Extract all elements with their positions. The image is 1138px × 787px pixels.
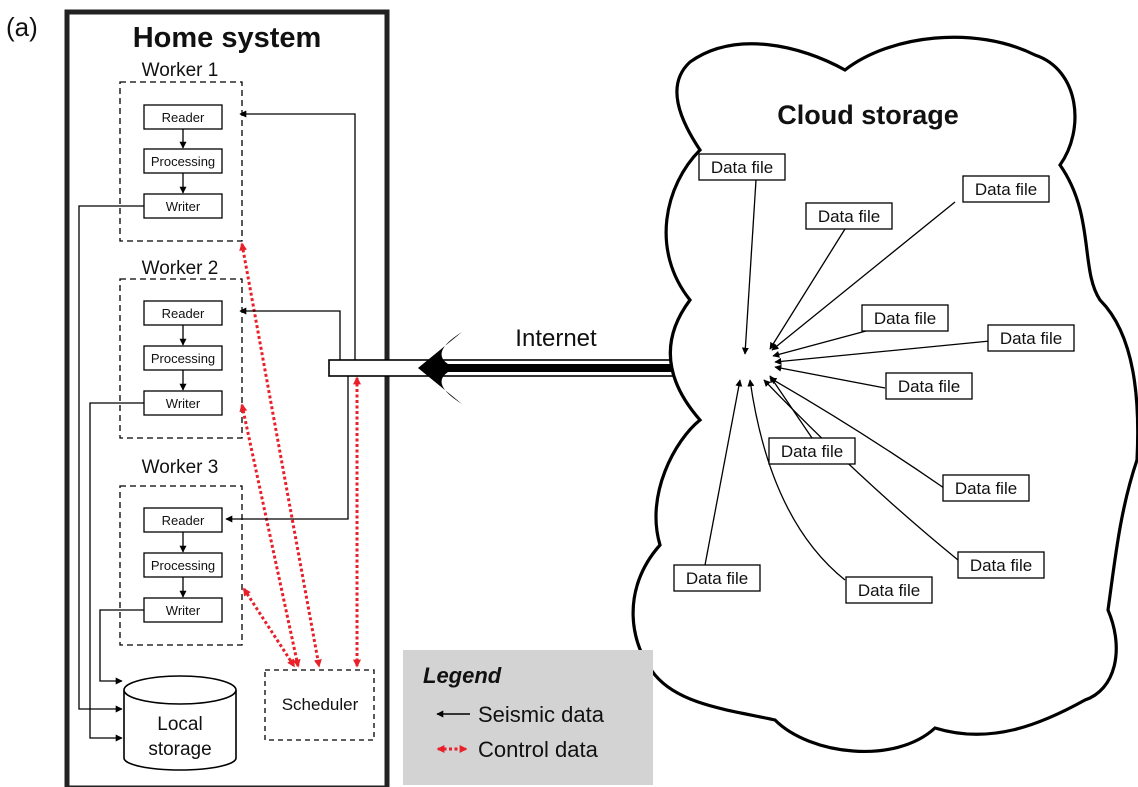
worker-1-processing bbox=[143, 148, 223, 174]
svg-text:Processing: Processing bbox=[151, 154, 215, 169]
home-system-title: Home system bbox=[133, 22, 322, 54]
cloud-storage-title: Cloud storage bbox=[777, 100, 959, 130]
svg-text:Writer: Writer bbox=[166, 396, 201, 411]
data-file-box: Data file bbox=[942, 474, 1030, 502]
worker-1-label: Worker 1 bbox=[142, 60, 219, 81]
legend-title: Legend bbox=[423, 663, 502, 688]
svg-text:Processing: Processing bbox=[151, 351, 215, 366]
worker-1: Worker 1 Reader Processing Writer bbox=[119, 60, 243, 242]
data-file-label: Data file bbox=[858, 581, 920, 600]
data-file-box: Data file bbox=[768, 437, 856, 465]
data-file-arrow bbox=[771, 201, 956, 351]
legend: Legend Seismic data Control data bbox=[403, 650, 653, 785]
svg-text:Processing: Processing bbox=[151, 558, 215, 573]
data-file-arrow bbox=[774, 340, 991, 365]
internet-pipe: Internet bbox=[328, 325, 766, 404]
data-file-arrow bbox=[741, 179, 757, 355]
data-file-label: Data file bbox=[955, 479, 1017, 498]
local-storage-label-1: Local bbox=[157, 714, 202, 735]
scheduler-label: Scheduler bbox=[282, 695, 359, 714]
worker-3-label: Worker 3 bbox=[142, 457, 219, 478]
data-file-box: Data file bbox=[957, 551, 1045, 579]
worker-2-label: Worker 2 bbox=[142, 258, 219, 279]
data-file-arrow bbox=[774, 364, 886, 389]
data-file-box: Data file bbox=[673, 564, 761, 592]
data-file-box: Data file bbox=[805, 202, 893, 230]
data-file-label: Data file bbox=[975, 180, 1037, 199]
worker-2: Worker 2 Reader Processing Writer bbox=[119, 258, 243, 439]
data-file-box: Data file bbox=[987, 324, 1075, 352]
worker-1-reader bbox=[143, 104, 223, 130]
data-file-label: Data file bbox=[1000, 329, 1062, 348]
svg-text:Reader: Reader bbox=[162, 306, 205, 321]
internet-label: Internet bbox=[515, 325, 597, 352]
data-file-arrow bbox=[769, 228, 846, 350]
data-file-label: Data file bbox=[686, 569, 748, 588]
worker-1-writer bbox=[143, 193, 223, 219]
cloud-arrows bbox=[704, 179, 991, 581]
data-file-box: Data file bbox=[698, 153, 786, 181]
legend-box bbox=[403, 650, 653, 785]
data-file-arrow bbox=[769, 377, 945, 489]
svg-text:Reader: Reader bbox=[162, 513, 205, 528]
writer-to-storage-lines bbox=[78, 205, 144, 742]
seismic-data-lines bbox=[225, 110, 356, 523]
local-storage: Local storage bbox=[123, 675, 237, 771]
legend-control-label: Control data bbox=[478, 737, 599, 762]
legend-seismic-label: Seismic data bbox=[478, 702, 605, 727]
svg-text:Writer: Writer bbox=[166, 603, 201, 618]
worker-3: Worker 3 Reader Processing Writer bbox=[119, 457, 243, 646]
worker-3-processing bbox=[143, 552, 223, 578]
data-file-arrow bbox=[763, 379, 959, 561]
data-file-label: Data file bbox=[898, 377, 960, 396]
data-file-box: Data file bbox=[885, 372, 973, 400]
home-system-frame bbox=[64, 9, 390, 787]
data-file-label: Data file bbox=[970, 556, 1032, 575]
svg-text:Reader: Reader bbox=[162, 110, 205, 125]
data-file-box: Data file bbox=[845, 576, 933, 604]
data-file-arrow bbox=[704, 379, 743, 566]
scheduler: Scheduler bbox=[264, 669, 375, 741]
worker-3-reader bbox=[143, 507, 223, 533]
data-file-arrow bbox=[772, 330, 867, 358]
data-file-label: Data file bbox=[818, 207, 880, 226]
worker-2-processing bbox=[143, 345, 223, 371]
data-file-box: Data file bbox=[861, 304, 949, 332]
local-storage-label-2: storage bbox=[148, 739, 211, 760]
data-file-label: Data file bbox=[874, 309, 936, 328]
data-file-box: Data file bbox=[962, 175, 1050, 203]
data-file-arrow bbox=[747, 379, 846, 581]
panel-label: (a) bbox=[6, 12, 38, 42]
control-data-lines bbox=[239, 242, 361, 668]
data-file-label: Data file bbox=[781, 442, 843, 461]
data-file-label: Data file bbox=[711, 158, 773, 177]
svg-text:Writer: Writer bbox=[166, 199, 201, 214]
